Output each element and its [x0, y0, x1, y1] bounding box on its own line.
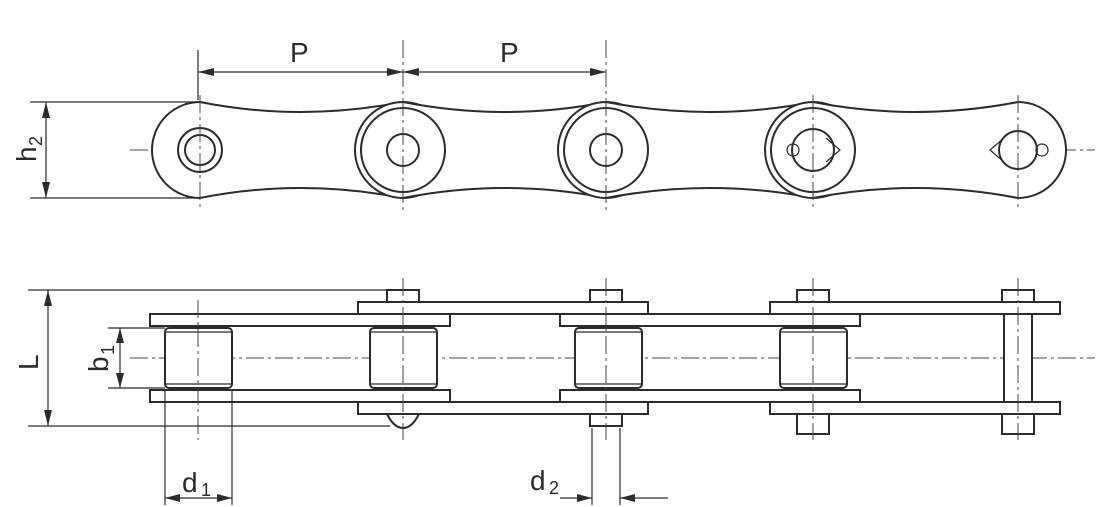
- L-arrow-top: [44, 290, 52, 306]
- pitch-arrow-2a: [403, 68, 419, 76]
- b1-label-main: b: [83, 356, 114, 372]
- d2-arrow-right: [620, 494, 635, 502]
- cotter-eye-5: [1035, 143, 1049, 157]
- outer-plate-bottom-b: [769, 401, 1061, 415]
- cotter-eye-4: [786, 143, 800, 157]
- h2-label-main: h: [11, 146, 42, 162]
- d2-arrow-left: [577, 494, 592, 502]
- chain-top-view: P P h 2: [11, 37, 1095, 210]
- inner-plate-top-2: [559, 313, 861, 327]
- b1-arrow-top: [116, 328, 124, 343]
- d2-label-main: d: [530, 465, 546, 496]
- L-arrow-bottom: [44, 410, 52, 426]
- outer-plate-top-a: [357, 301, 649, 315]
- L-label-text: L: [13, 354, 44, 370]
- h2-label-sub: 2: [26, 136, 46, 146]
- cotter-leg-5: [989, 137, 1005, 163]
- d1-label-sub: 1: [201, 480, 211, 500]
- pitch-label-right: P: [500, 37, 519, 68]
- d2-label-sub: 2: [549, 478, 559, 498]
- b1-label: b 1: [83, 345, 118, 372]
- outer-plate-bottom-a: [357, 401, 649, 415]
- d1-arrow-right: [217, 494, 232, 502]
- L-label: L: [13, 354, 44, 370]
- d1-arrow-left: [165, 494, 180, 502]
- roller-3: [574, 327, 643, 389]
- chain-side-view: L b 1 d 1 d 2: [13, 278, 1095, 505]
- b1-label-sub: 1: [98, 345, 118, 355]
- pitch-arrow-1a: [198, 68, 214, 76]
- pitch-arrow-2b: [590, 68, 606, 76]
- h2-arrow-bottom: [42, 182, 50, 198]
- pitch-arrow-1b: [387, 68, 403, 76]
- h2-label: h 2: [11, 136, 46, 162]
- top-link-plate-4: [764, 100, 1067, 200]
- inner-plate-bottom-2: [559, 389, 861, 403]
- d1-label-main: d: [182, 467, 198, 498]
- h2-arrow-top: [42, 102, 50, 118]
- pitch-label-left: P: [290, 37, 309, 68]
- outer-plate-top-b: [769, 301, 1061, 315]
- cotter-leg-4: [825, 137, 841, 163]
- b1-arrow-bottom: [116, 373, 124, 388]
- inner-plate-bottom-1: [149, 389, 451, 403]
- inner-plate-top-1: [149, 313, 451, 327]
